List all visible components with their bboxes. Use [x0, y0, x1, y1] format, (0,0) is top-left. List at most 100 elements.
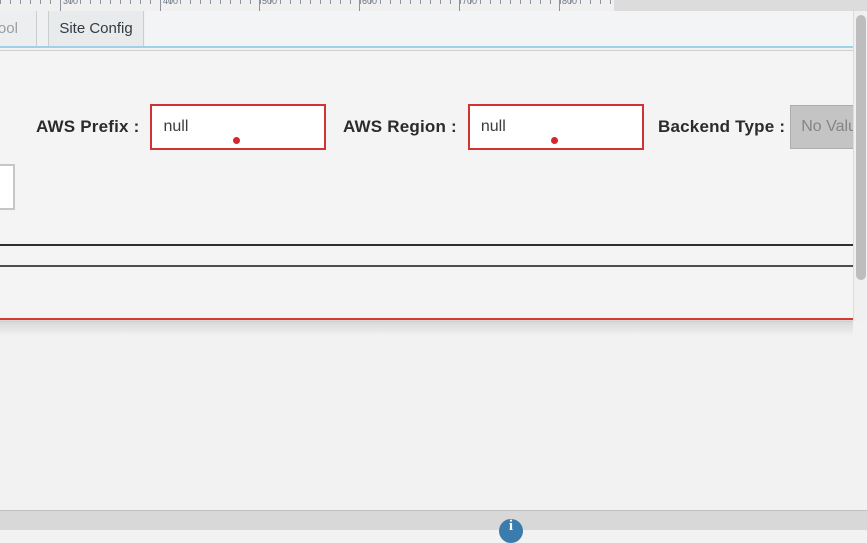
ruler-tick-minor: [250, 0, 251, 4]
ruler-tick-minor: [580, 0, 581, 4]
status-bar: i: [0, 510, 867, 543]
ruler-tick-minor: [350, 0, 351, 4]
section-divider-bottom: [0, 265, 853, 267]
info-badge-icon[interactable]: i: [499, 519, 523, 543]
ruler-tick-minor: [150, 0, 151, 4]
ruler-tick-minor: [200, 0, 201, 4]
tab-query-tool[interactable]: y Tool: [0, 11, 37, 46]
ruler-tick-minor: [610, 0, 611, 4]
ruler-tick-minor: [260, 0, 261, 4]
ruler-tick-minor: [180, 0, 181, 4]
ruler-tick-label: 300: [63, 0, 79, 6]
ruler-tick-minor: [500, 0, 501, 4]
ruler-tick-minor: [440, 0, 441, 4]
ruler-tick-minor: [520, 0, 521, 4]
ruler-tick-minor: [510, 0, 511, 4]
aws-prefix-label: AWS Prefix :: [36, 117, 140, 136]
ruler-tick-minor: [450, 0, 451, 4]
backend-type-value: No Value: [801, 118, 866, 135]
clipped-input-field[interactable]: [0, 164, 15, 210]
ruler-tick-minor: [560, 0, 561, 4]
aws-region-input[interactable]: null: [467, 104, 644, 150]
panel-top-shadow: [0, 322, 853, 336]
ruler-tick-minor: [0, 0, 1, 4]
tab-strip-filler: [145, 11, 867, 46]
info-badge-glyph: i: [508, 518, 514, 534]
ruler-tick-minor: [320, 0, 321, 4]
ruler-tick-minor: [410, 0, 411, 4]
ruler-tick-minor: [270, 0, 271, 4]
config-form-panel: AWS Prefix : null AWS Region : null Back…: [0, 50, 867, 372]
ruler-tick-minor: [90, 0, 91, 4]
ruler-tick-minor: [190, 0, 191, 4]
ruler-tick-minor: [370, 0, 371, 4]
vertical-scrollbar[interactable]: [853, 11, 867, 321]
field-group-aws-prefix: AWS Prefix : null: [36, 96, 327, 158]
ruler-tick-label: 500: [262, 0, 278, 6]
ruler-tick-minor: [480, 0, 481, 4]
field-group-aws-region: AWS Region : null: [343, 96, 644, 158]
aws-prefix-error-dot-icon: [233, 137, 241, 144]
ruler-tick-minor: [540, 0, 541, 4]
ruler-tick-label: 600: [362, 0, 378, 6]
ruler-tick-major: [559, 0, 560, 11]
ruler-tick-minor: [240, 0, 241, 4]
ruler-tick-major: [459, 0, 460, 11]
ruler-tick-minor: [570, 0, 571, 4]
ruler-tick-minor: [430, 0, 431, 4]
ruler-tick-minor: [590, 0, 591, 4]
ruler-tick-minor: [70, 0, 71, 4]
validation-rule-line: [0, 318, 853, 320]
ruler-tick-minor: [20, 0, 21, 4]
tab-strip: y Tool Site Config: [0, 11, 867, 48]
ruler-tick-minor: [110, 0, 111, 4]
ruler-tick-label: 700: [462, 0, 478, 6]
aws-prefix-input[interactable]: null: [150, 104, 327, 150]
tab-site-config-label: Site Config: [59, 20, 133, 37]
ruler-tick-major: [259, 0, 260, 11]
aws-region-label: AWS Region :: [343, 117, 457, 136]
ruler-tick-minor: [600, 0, 601, 4]
ruler-tick-minor: [280, 0, 281, 4]
ruler-tick-minor: [310, 0, 311, 4]
aws-region-error-dot-icon: [550, 137, 558, 144]
ruler-tick-minor: [10, 0, 11, 4]
ruler-tick-minor: [210, 0, 211, 4]
config-form-row: AWS Prefix : null AWS Region : null Back…: [0, 96, 867, 158]
lower-content-panel: [0, 321, 853, 510]
ruler-tick-label: 800: [562, 0, 578, 6]
scrollbar-thumb[interactable]: [856, 15, 866, 280]
ruler-tick-minor: [530, 0, 531, 4]
ruler-tick-minor: [170, 0, 171, 4]
ruler-tick-minor: [230, 0, 231, 4]
ruler-tick-minor: [220, 0, 221, 4]
ruler-track: [0, 0, 614, 11]
ruler-tick-minor: [140, 0, 141, 4]
ruler-tick-major: [160, 0, 161, 11]
tab-site-config[interactable]: Site Config: [48, 11, 144, 46]
field-group-backend-type: Backend Type : No Value: [658, 96, 867, 158]
ruler-tick-minor: [40, 0, 41, 4]
ruler-tick-minor: [340, 0, 341, 4]
ruler-tick-minor: [130, 0, 131, 4]
ruler-inactive-region: [614, 0, 867, 11]
ruler-tick-minor: [380, 0, 381, 4]
ruler-tick-label: 400: [163, 0, 179, 6]
ruler-tick-minor: [550, 0, 551, 4]
ruler-tick-minor: [420, 0, 421, 4]
ruler-tick-minor: [50, 0, 51, 4]
backend-type-label: Backend Type :: [658, 117, 786, 136]
ruler-tick-minor: [330, 0, 331, 4]
ruler-tick-minor: [490, 0, 491, 4]
ruler-tick-major: [359, 0, 360, 11]
ruler-tick-minor: [390, 0, 391, 4]
ruler-tick-minor: [470, 0, 471, 4]
ruler-tick-minor: [120, 0, 121, 4]
ruler-tick-minor: [460, 0, 461, 4]
ruler-tick-minor: [30, 0, 31, 4]
ruler-tick-minor: [300, 0, 301, 4]
ruler-tick-major: [60, 0, 61, 11]
ruler-tick-minor: [80, 0, 81, 4]
ruler-tick-minor: [290, 0, 291, 4]
section-divider-top: [0, 244, 853, 246]
